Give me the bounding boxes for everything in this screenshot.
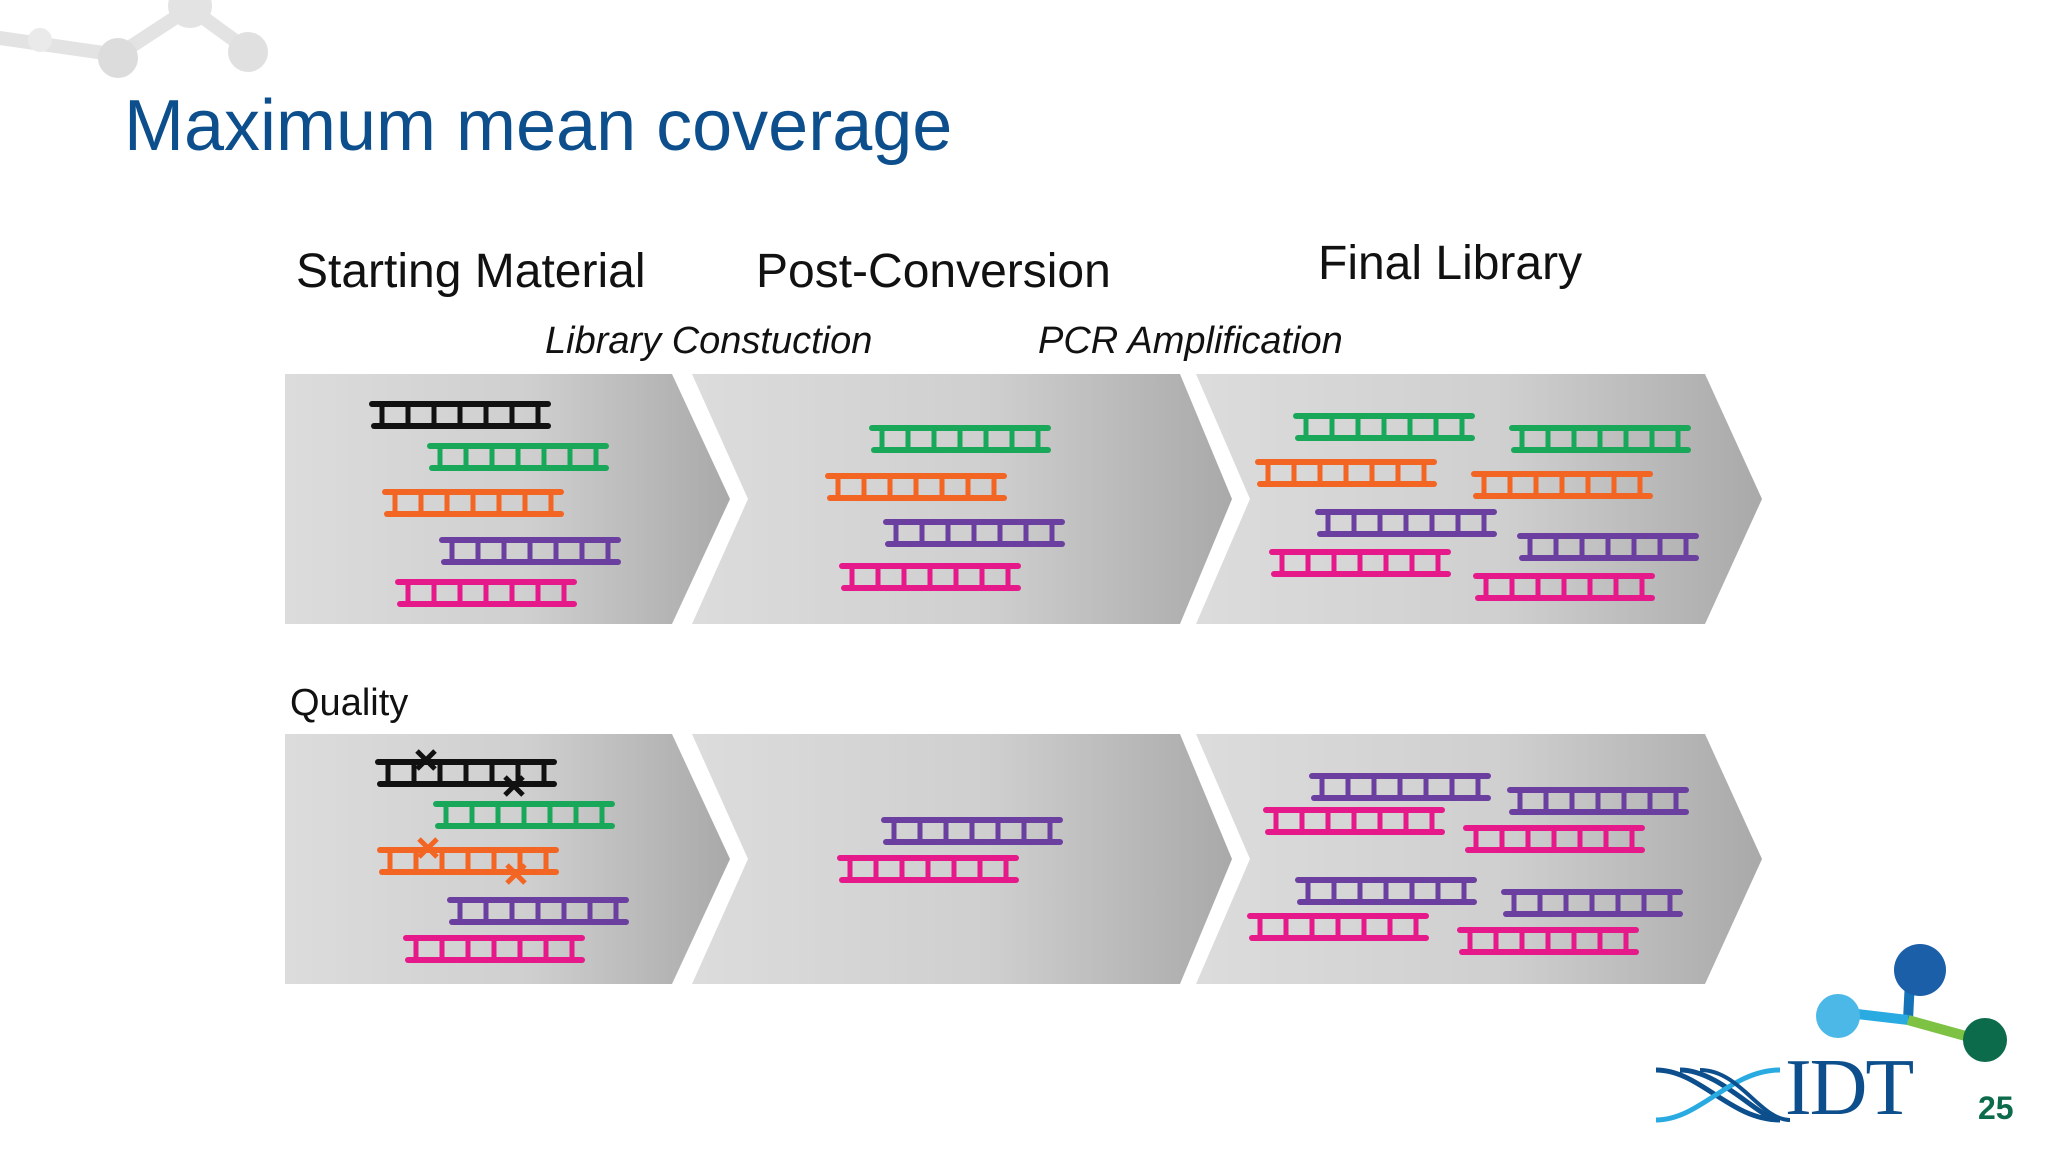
dna-strand-orange-damaged — [377, 837, 559, 885]
dna-strand-pink — [837, 855, 1019, 883]
dna-strand-pink — [1263, 807, 1445, 835]
dna-strand-green — [1293, 413, 1475, 441]
dna-strand-purple — [1295, 877, 1477, 905]
dna-strand-pink — [1269, 549, 1451, 577]
dna-strand-orange — [825, 473, 1007, 501]
dna-strand-purple — [447, 897, 629, 925]
dna-strand-green — [1509, 425, 1691, 453]
coverage-row-panel-2 — [692, 374, 1232, 624]
dna-strand-pink — [1463, 825, 1645, 853]
logo-text: IDT — [1785, 1044, 1914, 1132]
dna-strand-pink — [1473, 573, 1655, 601]
dna-strand-black-damaged — [375, 749, 557, 797]
dna-strand-pink — [395, 579, 577, 607]
step-label-pcr-amplification: PCR Amplification — [1038, 320, 1343, 362]
dna-strand-orange — [1255, 459, 1437, 487]
dna-strand-purple — [1315, 509, 1497, 537]
page-title: Maximum mean coverage — [124, 86, 953, 166]
quality-label: Quality — [290, 682, 409, 724]
dna-strand-green — [427, 443, 609, 471]
dna-strand-black — [369, 401, 551, 429]
dna-strand-purple — [1517, 533, 1699, 561]
chevron-panel — [285, 734, 730, 984]
dna-strand-purple — [1501, 889, 1683, 917]
step-label-library-construction: Library Constuction — [545, 320, 873, 362]
quality-row-panel-2 — [692, 734, 1232, 984]
quality-row-panel-1 — [285, 734, 730, 984]
dna-strand-purple — [439, 537, 621, 565]
dna-strand-pink — [1457, 927, 1639, 955]
dna-strand-purple — [1309, 773, 1491, 801]
dna-strand-pink — [1247, 913, 1429, 941]
dna-strand-purple — [881, 817, 1063, 845]
dna-strand-purple — [883, 519, 1065, 547]
coverage-row-panel-1 — [285, 374, 730, 624]
dna-strand-pink — [403, 935, 585, 963]
quality-row-panel-3 — [1196, 734, 1762, 984]
coverage-row — [285, 374, 1762, 624]
dna-strand-green — [433, 801, 615, 829]
stage-label-final-library: Final Library — [1318, 237, 1583, 290]
page-number: 25 — [1978, 1090, 2014, 1126]
stage-label-post-conversion: Post-Conversion — [756, 245, 1111, 298]
dna-strand-orange — [382, 489, 564, 517]
quality-row — [285, 734, 1762, 984]
chevron-panel — [285, 374, 730, 624]
dna-strand-purple — [1507, 787, 1689, 815]
molecule-decoration — [0, 0, 268, 78]
dna-strand-green — [869, 425, 1051, 453]
coverage-row-panel-3 — [1196, 374, 1762, 624]
dna-strand-pink — [839, 563, 1021, 591]
stage-label-starting-material: Starting Material — [296, 245, 646, 298]
dna-strand-orange — [1471, 471, 1653, 499]
idt-logo — [1655, 944, 2007, 1123]
